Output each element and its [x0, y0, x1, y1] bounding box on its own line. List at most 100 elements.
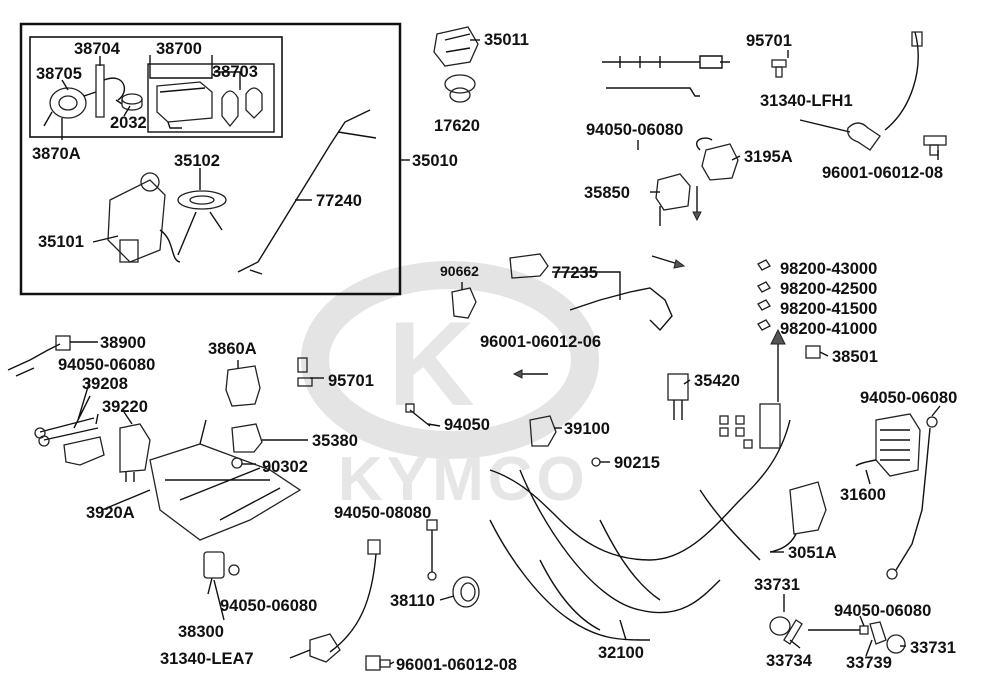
- part-38300: [203, 551, 225, 579]
- label-38300: 38300: [178, 623, 224, 641]
- part-33731-ring: [769, 616, 791, 636]
- part-38501: [805, 345, 821, 359]
- label-33739: 33739: [846, 654, 892, 672]
- label-96001-06012-08a: 96001-06012-08: [822, 164, 943, 182]
- part-17620: [444, 74, 476, 103]
- part-33739: [869, 621, 887, 645]
- part-small-clips-98200: [757, 259, 771, 331]
- part-labels: 38704 38700 38705 38703 2032 3870A 35102…: [32, 31, 957, 674]
- label-35102: 35102: [174, 152, 220, 170]
- label-3860A: 3860A: [208, 340, 257, 358]
- part-35420: [667, 373, 689, 420]
- label-3920A: 3920A: [86, 504, 135, 522]
- label-38700: 38700: [156, 40, 202, 58]
- label-35011: 35011: [484, 31, 529, 49]
- part-39220: [119, 423, 151, 482]
- label-38705: 38705: [36, 65, 82, 83]
- label-31340-LEA7: 31340-LEA7: [160, 650, 254, 668]
- ignition-assembly-frame: [19, 22, 402, 296]
- label-98200-43000: 98200-43000: [780, 260, 877, 278]
- part-39100: [529, 415, 557, 447]
- label-77235: 77235: [552, 264, 598, 282]
- part-bolts-left: [34, 417, 99, 447]
- direction-arrows: [512, 186, 786, 402]
- lock-set-subframe: [29, 36, 283, 138]
- label-39208: 39208: [82, 375, 128, 393]
- label-96001-06012-08b: 96001-06012-08: [396, 656, 517, 674]
- part-bolt-95701: [771, 59, 787, 78]
- part-bolt-96001-06012-08b: [365, 655, 391, 671]
- part-33731b: [886, 634, 906, 654]
- part-35102: [177, 190, 227, 256]
- part-battery-2032: [121, 93, 143, 111]
- label-35010: 35010: [412, 152, 458, 170]
- part-bolt-96001-06012-08a: [923, 135, 947, 156]
- part-90302: [231, 457, 243, 469]
- kymco-watermark: K KYMCO: [301, 261, 599, 514]
- part-ecu-38700: [156, 81, 213, 129]
- label-31600: 31600: [840, 486, 886, 504]
- label-33734: 33734: [766, 652, 813, 670]
- part-main-harness-32100: [489, 419, 791, 641]
- part-lock-ring-38705: [43, 87, 97, 127]
- part-connectors-cluster: [719, 403, 781, 449]
- part-cable-77240: [237, 109, 377, 275]
- part-33734: [783, 619, 803, 645]
- part-35380: [231, 423, 263, 453]
- label-32100: 32100: [598, 644, 644, 662]
- watermark-logo-letter: K: [388, 297, 475, 431]
- label-35101: 35101: [38, 233, 84, 251]
- part-ignition-switch-35101: [107, 172, 181, 263]
- label-77240: 77240: [316, 192, 362, 210]
- label-39220: 39220: [102, 398, 148, 416]
- label-3051A: 3051A: [788, 544, 837, 562]
- part-frame-3920A: [149, 419, 302, 541]
- label-94050-06080e: 94050-06080: [834, 602, 931, 620]
- label-39100: 39100: [564, 420, 610, 438]
- watermark-brand: KYMCO: [338, 445, 589, 514]
- label-2032: 2032: [110, 114, 147, 132]
- part-38704: [95, 64, 126, 118]
- label-35420: 35420: [694, 372, 740, 390]
- part-harness-96001-06012-06: [569, 287, 673, 332]
- label-95701b: 95701: [328, 372, 374, 390]
- part-small-nut-94050-06080e: [859, 625, 869, 635]
- label-35380: 35380: [312, 432, 358, 450]
- label-94050-06080d: 94050-06080: [220, 597, 317, 615]
- label-98200-41000: 98200-41000: [780, 320, 877, 338]
- part-90215: [591, 457, 601, 467]
- label-90662: 90662: [440, 263, 479, 279]
- label-38704: 38704: [74, 40, 121, 58]
- label-38703: 38703: [212, 63, 258, 81]
- label-3195A: 3195A: [744, 148, 793, 166]
- label-33731a: 33731: [754, 576, 800, 594]
- label-38900: 38900: [100, 334, 146, 352]
- part-bracket-3920A: [63, 436, 105, 466]
- part-relay-3195A: [695, 137, 739, 181]
- label-94050-06080a: 94050-06080: [586, 121, 683, 139]
- label-95701a: 95701: [746, 32, 792, 50]
- part-3860A: [225, 365, 261, 407]
- part-38900-harness: [7, 335, 71, 377]
- part-sensor-31340-LEA7: [309, 539, 381, 663]
- label-90302: 90302: [262, 458, 308, 476]
- label-98200-42500: 98200-42500: [780, 280, 877, 298]
- label-94050-06080b: 94050-06080: [58, 356, 155, 374]
- part-keys-38703: [221, 87, 263, 128]
- label-35850: 35850: [584, 184, 630, 202]
- part-coil-3051A: [769, 481, 827, 553]
- label-98200-41500: 98200-41500: [780, 300, 877, 318]
- label-33731b: 33731: [910, 639, 956, 657]
- label-94050-06080c: 94050-06080: [860, 389, 957, 407]
- label-38501: 38501: [832, 348, 878, 366]
- label-94050: 94050: [444, 416, 490, 434]
- part-regulator-31600: [855, 413, 921, 477]
- part-top-harness: [602, 55, 730, 97]
- part-94050-bolt: [405, 403, 431, 427]
- part-38110: [452, 576, 480, 608]
- part-90662: [451, 287, 477, 319]
- label-96001-06012-06: 96001-06012-06: [480, 333, 601, 351]
- label-94050-08080: 94050-08080: [334, 504, 431, 522]
- part-94050-08080-bolt: [426, 519, 438, 581]
